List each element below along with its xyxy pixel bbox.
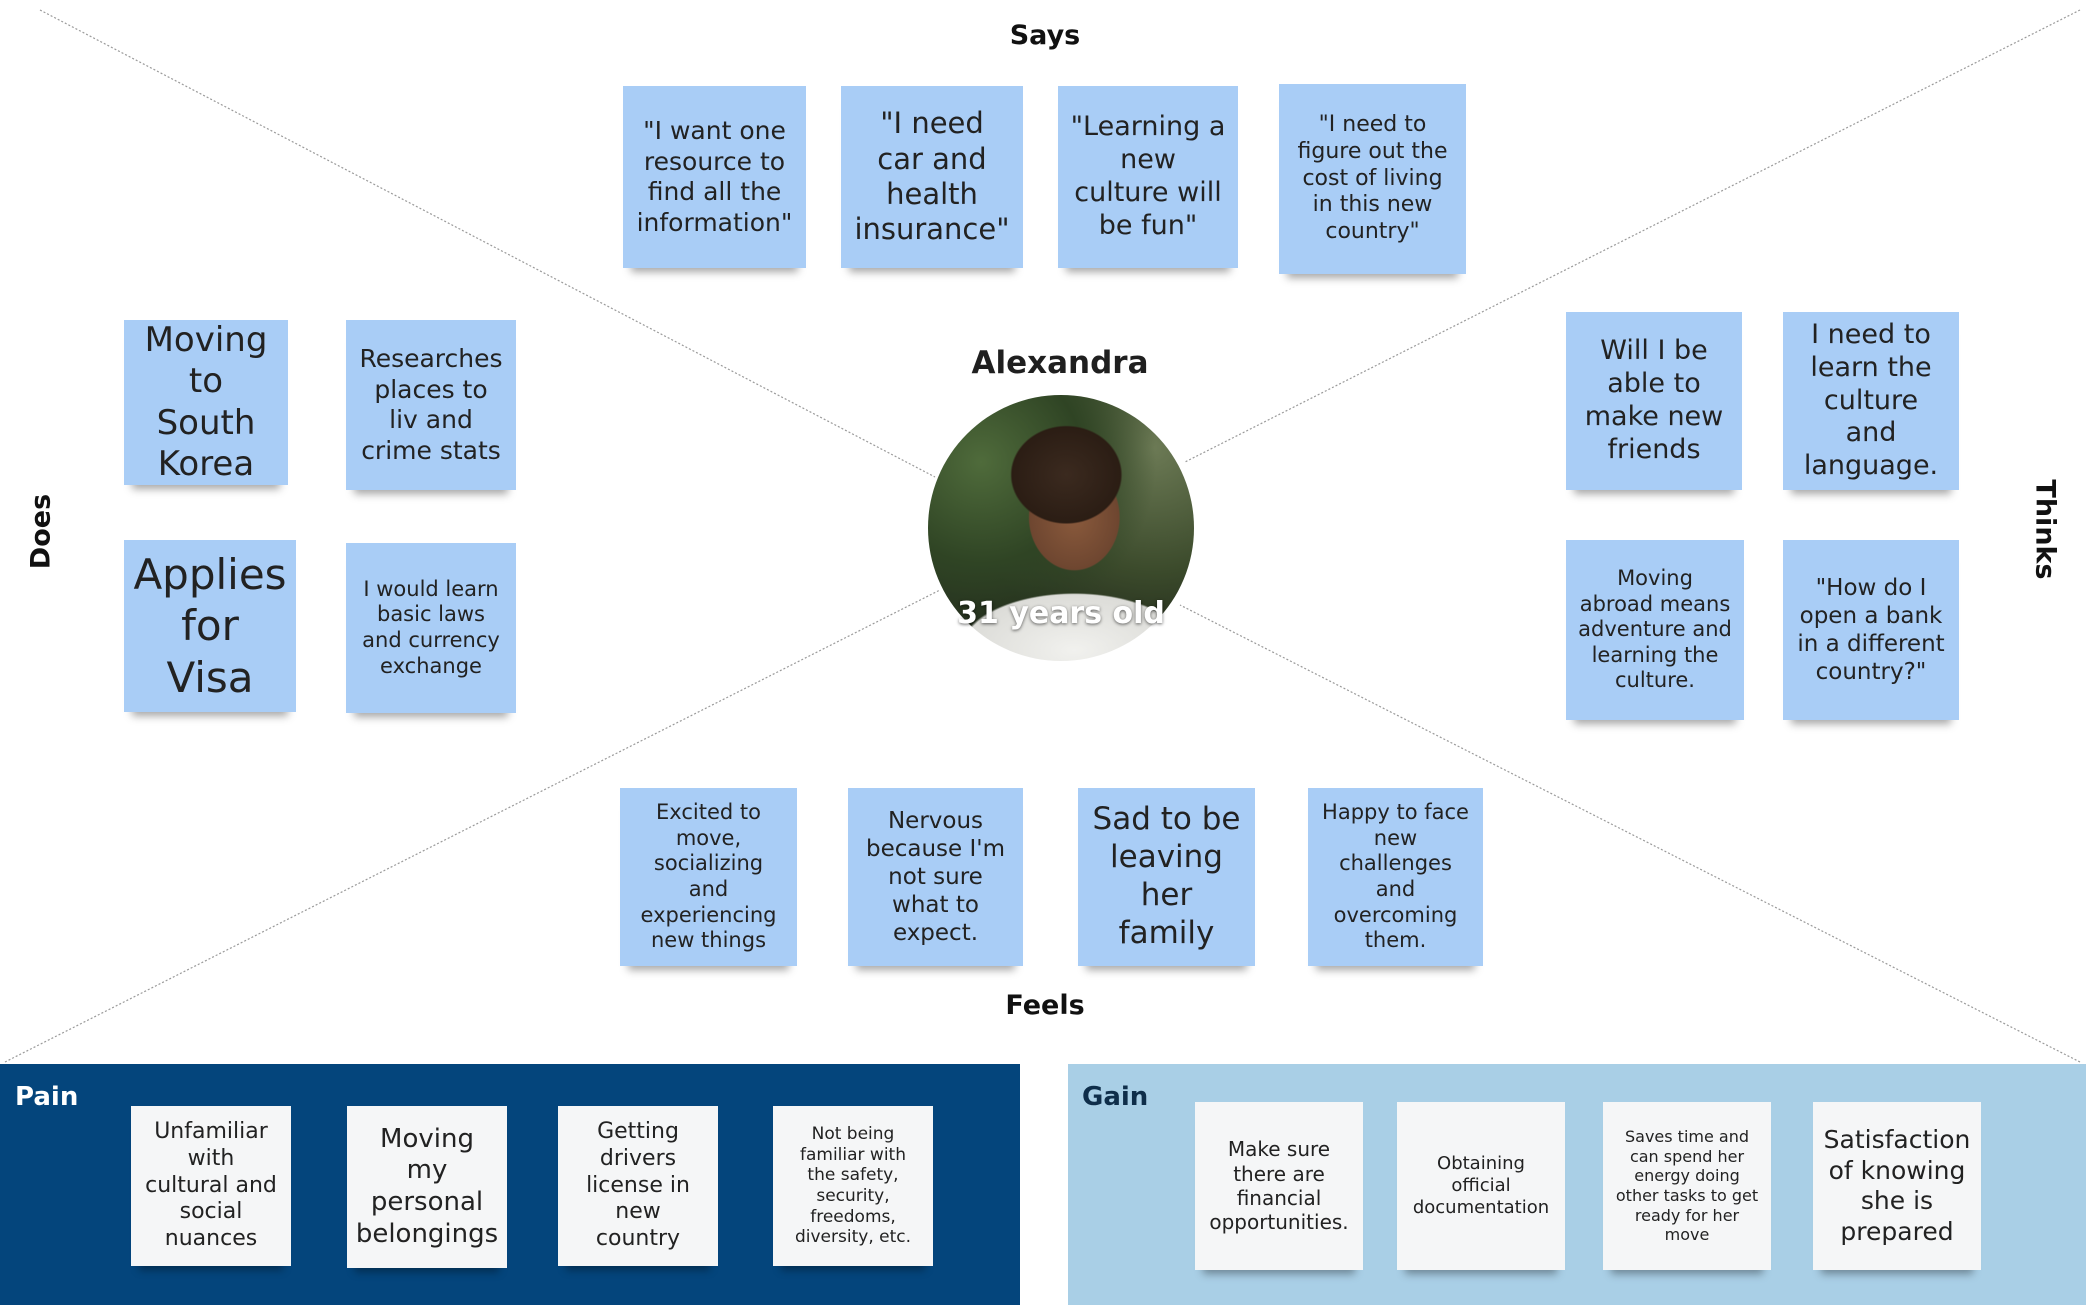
thinks-note[interactable]: I need to learn the culture and language… [1783,312,1959,490]
gain-panel: Gain Make sure there are financial oppor… [1068,1064,2086,1305]
diagonal-top-left [39,9,936,478]
does-note[interactable]: Moving to South Korea [124,320,288,485]
persona-age: 31 years old [957,596,1165,631]
gain-note[interactable]: Satisfaction of knowing she is prepared [1813,1102,1981,1270]
feels-note[interactable]: Excited to move, socializing and experie… [620,788,797,966]
pain-panel: Pain Unfamiliar with cultural and social… [0,1064,1020,1305]
feels-note[interactable]: Sad to be leaving her family [1078,788,1255,966]
feels-note[interactable]: Nervous because I'm not sure what to exp… [848,788,1023,966]
pain-note[interactable]: Getting drivers license in new country [558,1106,718,1266]
thinks-label: Thinks [2029,479,2061,580]
diagonal-bottom-right [1179,604,2081,1063]
says-note[interactable]: "Learning a new culture will be fun" [1058,86,1238,268]
gain-title: Gain [1082,1082,1149,1112]
pain-note[interactable]: Unfamiliar with cultural and social nuan… [131,1106,291,1266]
thinks-note[interactable]: "How do I open a bank in a different cou… [1783,540,1959,720]
says-note[interactable]: "I want one resource to find all the inf… [623,86,806,268]
gain-note[interactable]: Saves time and can spend her energy doin… [1603,1102,1771,1270]
thinks-note[interactable]: Will I be able to make new friends [1566,312,1742,490]
feels-note[interactable]: Happy to face new challenges and overcom… [1308,788,1483,966]
diagonal-top-right [1184,9,2081,463]
says-note[interactable]: "I need car and health insurance" [841,86,1023,268]
does-note[interactable]: I would learn basic laws and currency ex… [346,543,516,713]
gain-note[interactable]: Obtaining official documentation [1397,1102,1565,1270]
does-note[interactable]: Researches places to liv and crime stats [346,320,516,490]
persona-name: Alexandra [971,345,1149,381]
does-label: Does [25,493,57,570]
gain-note[interactable]: Make sure there are financial opportunit… [1195,1102,1363,1270]
diagonal-bottom-left [4,589,941,1063]
persona-avatar [928,395,1194,661]
pain-note[interactable]: Moving my personal belongings [347,1106,507,1268]
pain-note[interactable]: Not being familiar with the safety, secu… [773,1106,933,1266]
does-note[interactable]: Applies for Visa [124,540,296,712]
says-label: Says [1009,20,1081,51]
says-note[interactable]: "I need to figure out the cost of living… [1279,84,1466,274]
thinks-note[interactable]: Moving abroad means adventure and learni… [1566,540,1744,720]
feels-label: Feels [1005,990,1085,1021]
pain-title: Pain [15,1082,79,1112]
